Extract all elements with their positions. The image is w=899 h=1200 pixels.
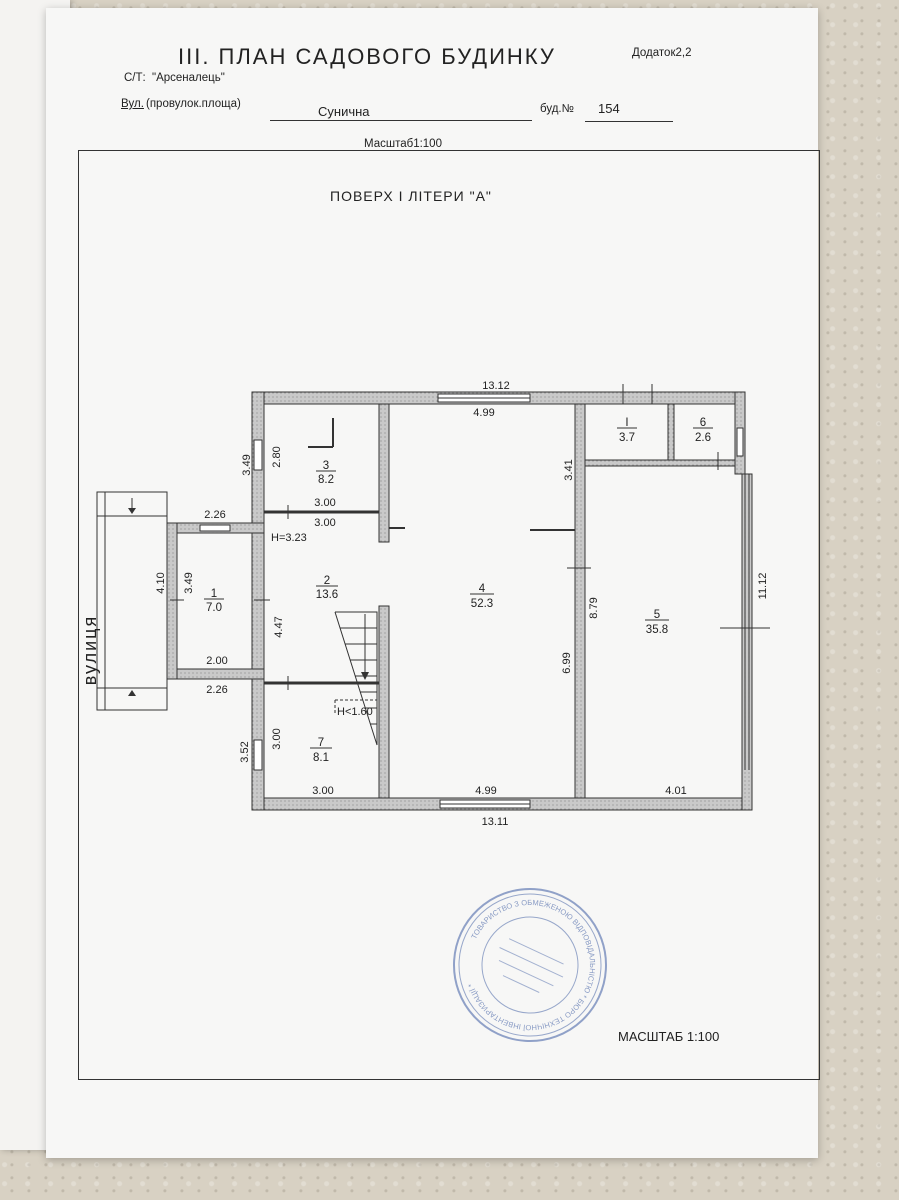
room-4-number: 4 — [479, 583, 486, 595]
society-label: С/Т: — [124, 72, 146, 84]
dim-room4-left: 3.41 — [563, 459, 575, 480]
room-1-area: 7.0 — [206, 602, 222, 614]
room-7-number: 7 — [318, 737, 324, 749]
dimension-labels: 13.12 4.99 4.99 13.11 4.01 3.00 3.00 3.0… — [155, 380, 769, 828]
street-side-label: вулиця — [80, 615, 100, 685]
staircase — [334, 611, 378, 746]
dim-lower-inner: 3.00 — [271, 728, 283, 749]
dim-room4-height: 6.99 — [561, 652, 573, 673]
dim-stair-label: H<1.60 — [337, 706, 373, 718]
street-label-a: Вул. — [121, 98, 144, 110]
drawing-frame — [78, 150, 820, 1080]
dim-bottom-total: 13.11 — [482, 816, 509, 828]
room-I-area: 3.7 — [619, 432, 635, 444]
dim-room5-bottom: 4.01 — [665, 785, 686, 797]
scale-bottom: МАСШТАБ 1:100 — [618, 1029, 720, 1044]
openings — [199, 384, 750, 809]
room-6-number: 6 — [700, 417, 706, 429]
dim-top-total: 13.12 — [482, 380, 510, 392]
dim-porch-top: 2.26 — [204, 509, 225, 521]
building-underline — [585, 121, 673, 122]
appendix-label: Додаток2,2 — [632, 47, 692, 59]
dim-height-label: H=3.23 — [271, 532, 307, 544]
svg-text:ТОВАРИСТВО З ОБМЕЖЕНОЮ ВІДПОВІ: ТОВАРИСТВО З ОБМЕЖЕНОЮ ВІДПОВІДАЛЬНІСТЮ … — [441, 876, 619, 1054]
dim-porch-bottom-outer: 2.26 — [206, 684, 227, 696]
room-I-number: I — [625, 417, 628, 429]
official-stamp: ТОВАРИСТВО З ОБМЕЖЕНОЮ ВІДПОВІДАЛЬНІСТЮ … — [441, 876, 619, 1054]
dim-room4-bottom: 4.99 — [475, 785, 496, 797]
dim-porch-outer: 4.10 — [155, 572, 167, 593]
room-7-area: 8.1 — [313, 752, 329, 764]
room-4-area: 52.3 — [471, 598, 493, 610]
society-value: "Арсеналець" — [152, 72, 225, 84]
scale-top: Масштаб1:100 — [364, 138, 442, 150]
room-6-area: 2.6 — [695, 432, 711, 444]
dim-room4-top: 4.99 — [473, 407, 494, 419]
document-title: III. ПЛАН САДОВОГО БУДИНКУ — [178, 44, 556, 69]
building-value: 154 — [598, 101, 620, 116]
exterior-walls — [251, 391, 753, 811]
street-value: Сунична — [318, 104, 370, 119]
room-3-area: 8.2 — [318, 474, 334, 486]
dim-porch-inner: 3.49 — [183, 572, 195, 593]
room-5-area: 35.8 — [646, 624, 668, 636]
dim-porch-bottom-inner: 2.00 — [206, 655, 227, 667]
dimension-ticks — [170, 505, 770, 690]
street-label-b: (провулок.площа) — [146, 98, 241, 110]
floor-title: ПОВЕРХ I ЛІТЕРИ "А" — [330, 188, 492, 204]
dim-lower-outer: 3.52 — [239, 741, 251, 762]
room-labels: 1 7.0 2 13.6 3 8.2 4 52.3 5 35.8 6 2.6 7… — [204, 417, 713, 764]
street-underline — [270, 120, 532, 121]
dim-left-upper-inner: 2.80 — [271, 446, 283, 467]
dim-room7-bottom: 3.00 — [312, 785, 333, 797]
entry-steps — [96, 491, 168, 711]
room-2-area: 13.6 — [316, 589, 338, 601]
dim-hall-height: 4.47 — [273, 616, 285, 637]
room-5-number: 5 — [654, 609, 660, 621]
dim-room3-width-b: 3.00 — [314, 517, 335, 529]
dim-left-upper-outer: 3.49 — [241, 454, 253, 475]
dim-room3-width-a: 3.00 — [314, 497, 335, 509]
room-1-number: 1 — [211, 588, 217, 600]
building-label: буд.№ — [540, 103, 574, 115]
dim-right-total: 11.12 — [757, 573, 769, 600]
room-3-number: 3 — [323, 460, 329, 472]
dim-room5-height: 8.79 — [588, 597, 600, 618]
interior-walls — [264, 403, 736, 799]
room-2-number: 2 — [324, 575, 330, 587]
